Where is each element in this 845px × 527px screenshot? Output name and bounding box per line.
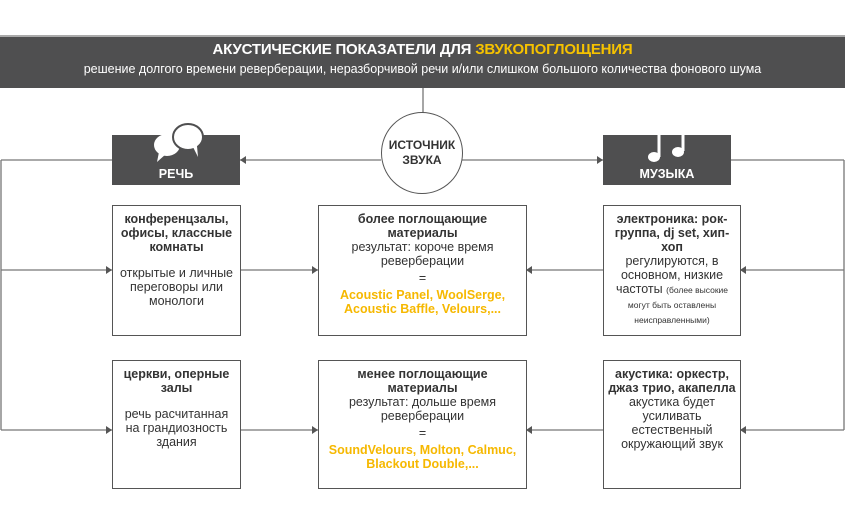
- header-banner: АКУСТИЧЕСКИЕ ПОКАЗАТЕЛИ ДЛЯ ЗВУКОПОГЛОЩЕ…: [0, 35, 845, 88]
- music-category: МУЗЫКА: [603, 121, 731, 185]
- page-subtitle: решение долгого времени реверберации, не…: [83, 62, 762, 76]
- speech-bubbles-icon: [112, 120, 240, 168]
- page-title: АКУСТИЧЕСКИЕ ПОКАЗАТЕЛИ ДЛЯ ЗВУКОПОГЛОЩЕ…: [212, 41, 633, 58]
- music-electronic-box: электроника: рок-группа, dj set, хип-хоп…: [603, 205, 741, 336]
- speech-label: РЕЧЬ: [158, 167, 194, 181]
- speech-category: РЕЧЬ: [112, 123, 240, 185]
- music-note-icon: [603, 120, 731, 168]
- music-label: МУЗЫКА: [639, 167, 695, 181]
